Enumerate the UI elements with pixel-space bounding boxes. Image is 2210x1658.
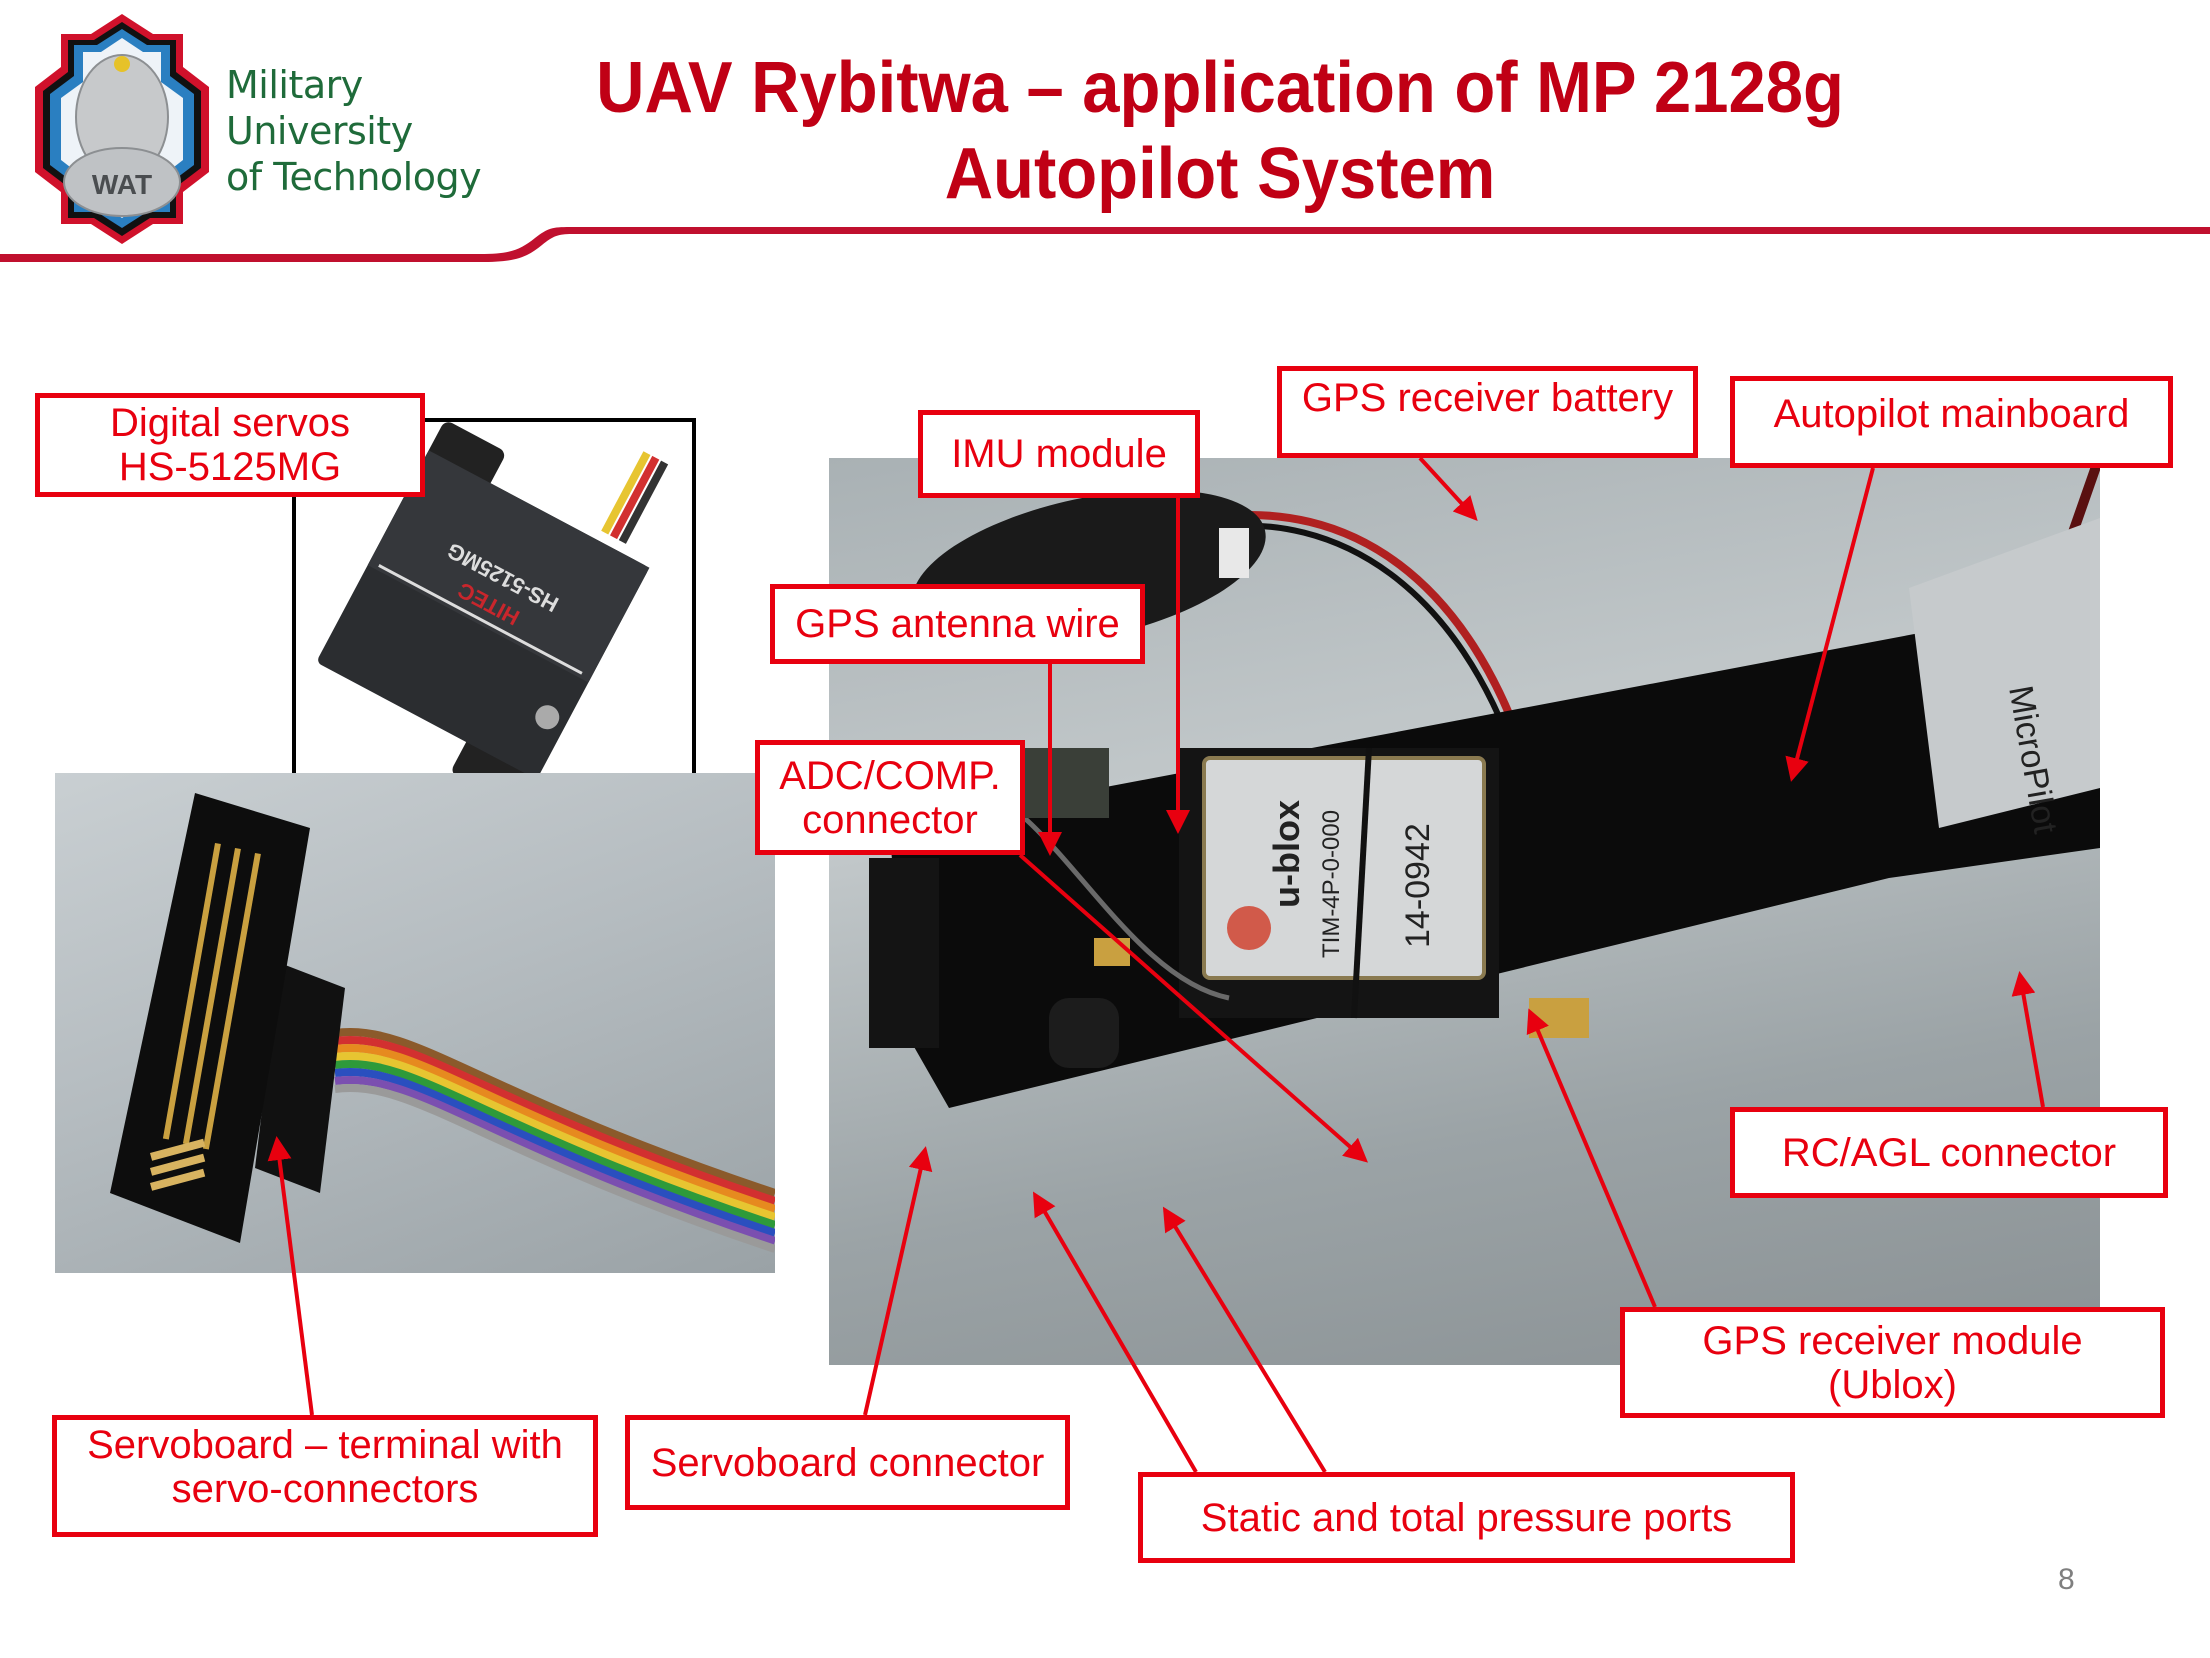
- gps-module-code: 14-0942: [1399, 823, 1437, 948]
- callout-imu-module: IMU module: [918, 410, 1200, 498]
- header-divider: [0, 227, 2210, 262]
- callout-gps-receiver-module: GPS receiver module (Ublox): [1620, 1307, 2165, 1418]
- servo-top-face: [367, 450, 650, 683]
- servoboard-photo: [55, 773, 775, 1273]
- tantalum-cap: [1529, 998, 1589, 1038]
- servo-header-pins: [149, 1138, 206, 1191]
- callout-text: RC/AGL connector: [1781, 1130, 2117, 1175]
- servo-wire-yellow: [601, 451, 651, 535]
- logo-plaque: [63, 147, 181, 217]
- callout-servoboard-terminal: Servoboard – terminal with servo-connect…: [52, 1415, 598, 1537]
- callout-text: Static and total pressure ports: [1200, 1495, 1733, 1540]
- callout-text: Digital servos: [109, 401, 351, 445]
- wat-logo: WAT: [35, 14, 209, 244]
- servo-wire-black: [618, 460, 669, 544]
- microPilot-strap: [1909, 518, 2100, 828]
- callout-text: connector: [802, 797, 978, 842]
- callout-text: ADC/COMP.: [779, 753, 1001, 798]
- institution-line: of Technology: [226, 155, 482, 199]
- callout-servoboard-connector: Servoboard connector: [625, 1415, 1070, 1510]
- callout-text: Servoboard – terminal with: [87, 1423, 563, 1467]
- pressure-sensor: [1049, 998, 1119, 1068]
- callout-text: servo-connectors: [171, 1467, 479, 1511]
- callout-text: GPS antenna wire: [795, 602, 1120, 646]
- institution-line: University: [226, 109, 413, 153]
- institution-line: Military: [226, 63, 363, 107]
- crown-icon: [114, 56, 130, 72]
- servoboard-connector-housing: [869, 858, 939, 1048]
- servo-illustration: HS-5125MG HITEC: [318, 422, 669, 803]
- ribbon-cable: [334, 1028, 775, 1253]
- servo-spline: [535, 705, 560, 730]
- page-number: 8: [2058, 1563, 2075, 1596]
- gps-module-model: TIM-4P-0-000: [1318, 810, 1345, 958]
- logo-text: WAT: [92, 169, 152, 200]
- callout-autopilot-mainboard: Autopilot mainboard: [1730, 376, 2173, 468]
- servo-wire-red: [610, 455, 660, 540]
- battery-wire: [1208, 511, 1533, 770]
- servoboard-illustration: [110, 793, 775, 1253]
- callout-adc-comp-connector: ADC/COMP. connector: [755, 740, 1025, 855]
- callout-text: Servoboard connector: [650, 1440, 1045, 1485]
- callout-gps-antenna-wire: GPS antenna wire: [770, 584, 1145, 664]
- callout-text: GPS receiver battery: [1301, 376, 1674, 420]
- callout-text: (Ublox): [1828, 1362, 1957, 1407]
- institution-name: Military University of Technology: [226, 62, 482, 200]
- slide-title-line1: UAV Rybitwa – application of MP 2128g: [596, 48, 1844, 128]
- callout-text: HS-5125MG: [118, 445, 342, 489]
- callout-text: Autopilot mainboard: [1773, 392, 2130, 436]
- slide-title-line2: Autopilot System: [944, 134, 1496, 214]
- callout-pressure-ports: Static and total pressure ports: [1138, 1472, 1795, 1563]
- callout-rc-agl-connector: RC/AGL connector: [1730, 1107, 2168, 1198]
- callout-text: IMU module: [951, 432, 1167, 476]
- gps-module-brand: u-blox: [1266, 800, 1307, 908]
- callout-digital-servos: Digital servos HS-5125MG: [35, 393, 425, 497]
- tantalum-cap-2: [1094, 938, 1130, 966]
- cable-tie: [1219, 528, 1249, 578]
- ublox-logo-icon: [1227, 906, 1271, 950]
- callout-gps-battery: GPS receiver battery: [1277, 366, 1698, 458]
- callout-text: GPS receiver module: [1702, 1318, 2083, 1363]
